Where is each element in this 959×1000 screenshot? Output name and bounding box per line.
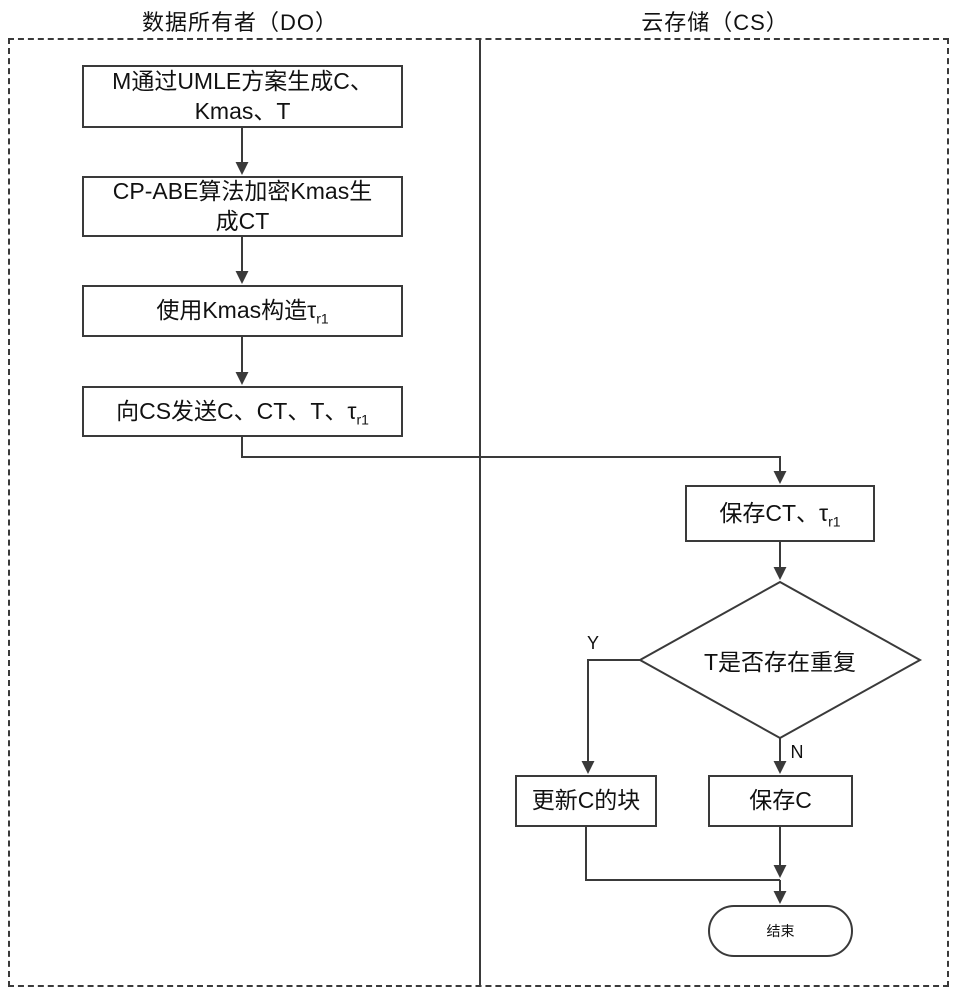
label-no: N <box>790 742 804 762</box>
diagram-frame <box>8 38 949 987</box>
node-construct-text: 使用Kmas构造τ <box>156 297 317 324</box>
node-encrypt: CP-ABE算法加密Kmas生成CT <box>82 176 403 237</box>
node-send-text: 向CS发送C、CT、T、τ <box>116 397 357 424</box>
node-save-ct: 保存CT、τr1 <box>685 485 875 542</box>
node-construct-sub: r1 <box>316 310 329 327</box>
node-update-block: 更新C的块 <box>515 775 657 827</box>
node-save-ct-label: 保存CT、τr1 <box>719 499 840 529</box>
node-generate: M通过UMLE方案生成C、 Kmas、T <box>82 65 403 128</box>
node-end: 结束 <box>708 905 853 957</box>
node-encrypt-label: CP-ABE算法加密Kmas生成CT <box>113 177 372 237</box>
node-send-label: 向CS发送C、CT、T、τr1 <box>116 397 369 427</box>
node-construct-label: 使用Kmas构造τr1 <box>156 296 328 326</box>
lane-title-cloud-storage: 云存储（CS） <box>641 10 789 35</box>
node-save-c: 保存C <box>708 775 853 827</box>
node-generate-line2: Kmas、T <box>194 97 291 124</box>
node-generate-label: M通过UMLE方案生成C、 Kmas、T <box>112 67 373 127</box>
decision-diamond-shape <box>637 580 923 740</box>
lane-divider <box>479 38 481 987</box>
arrow-send-to-save-ct <box>241 437 787 484</box>
node-construct: 使用Kmas构造τr1 <box>82 285 403 337</box>
node-save-ct-sub: r1 <box>828 513 841 530</box>
node-encrypt-line1: CP-ABE算法加密Kmas生 <box>112 177 373 204</box>
node-generate-line1: M通过UMLE方案生成C、 <box>112 67 373 94</box>
label-yes: Y <box>586 633 599 653</box>
arrow-decision-yes-to-update-block <box>581 659 640 774</box>
lane-title-data-owner: 数据所有者（DO） <box>141 10 338 35</box>
node-send-sub: r1 <box>356 411 369 428</box>
node-send: 向CS发送C、CT、T、τr1 <box>82 386 403 437</box>
node-save-ct-text: 保存CT、τ <box>719 499 829 526</box>
node-decision-label: T是否存在重复 <box>703 649 857 675</box>
node-encrypt-line2: 成CT <box>215 207 270 234</box>
line-update-block-to-merge <box>585 827 780 881</box>
